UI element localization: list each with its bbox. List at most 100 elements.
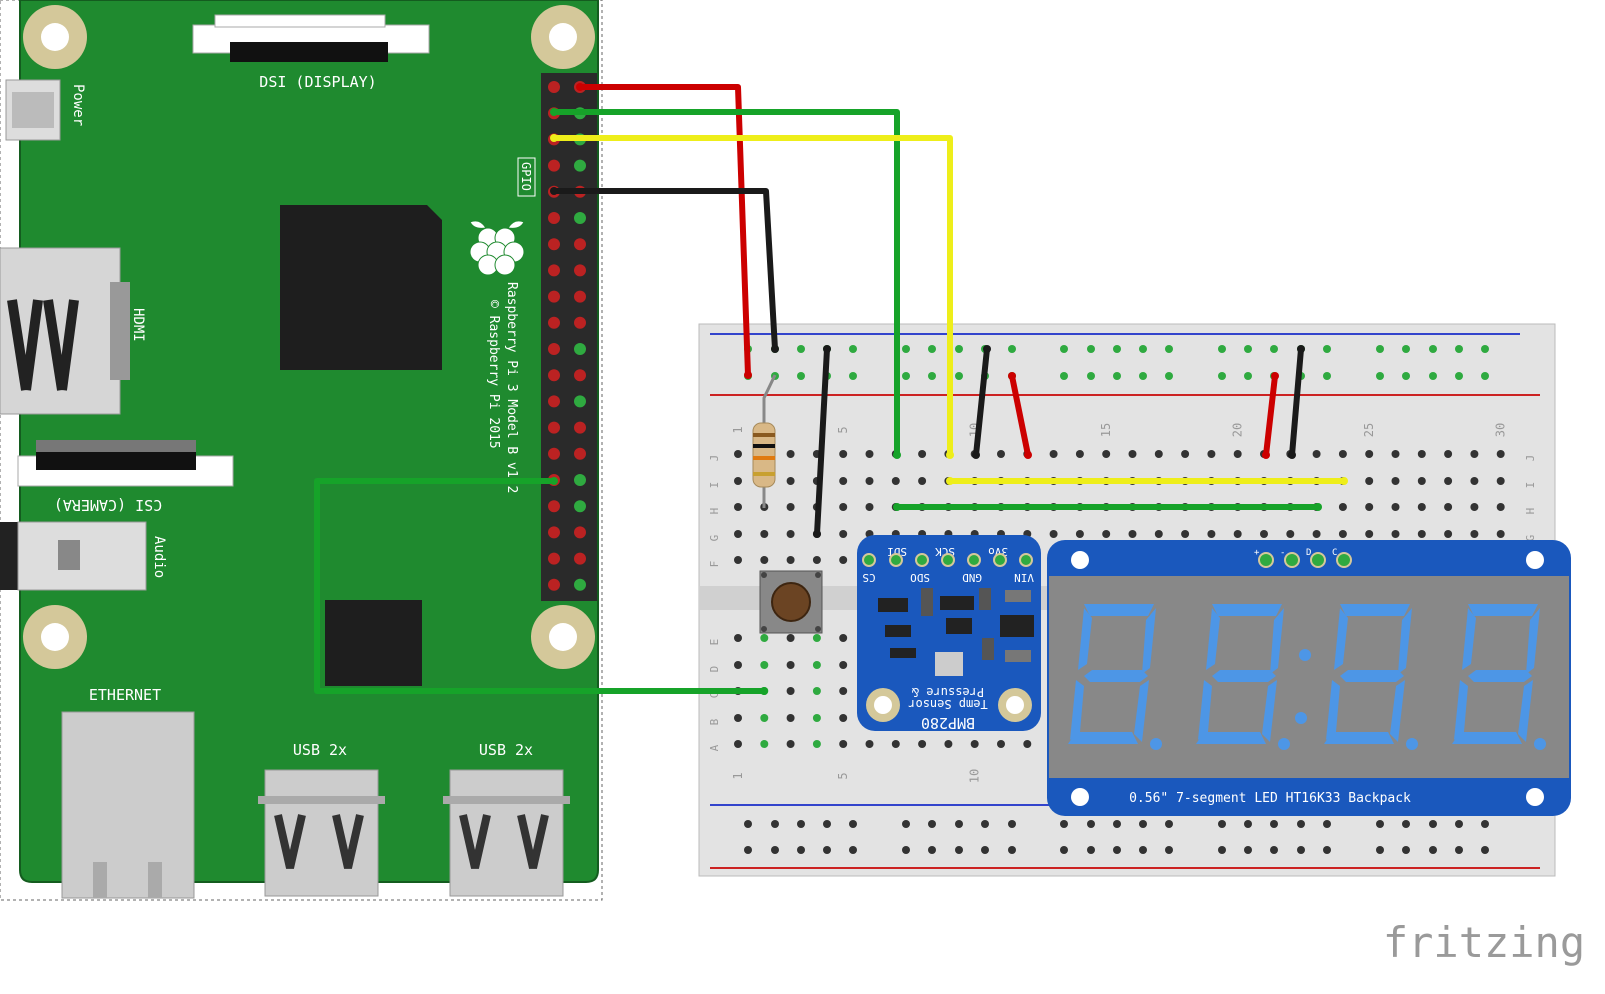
breadboard-hole — [1128, 530, 1137, 538]
lan-chip — [325, 600, 422, 686]
row-letter: G — [1524, 535, 1537, 542]
rail-hole — [1113, 820, 1121, 828]
rail-hole — [797, 846, 805, 854]
segment — [1324, 732, 1394, 744]
rail-hole — [849, 846, 857, 854]
wire-scl-yellow-end — [550, 134, 558, 142]
wire-sda-green-end — [550, 108, 558, 116]
rail-hole — [1218, 846, 1226, 854]
wire-bmp-vin-end — [1008, 372, 1016, 380]
rail-hole — [1429, 820, 1437, 828]
breadboard-hole — [839, 477, 848, 485]
wire-button-gnd — [814, 346, 830, 537]
wire-bmp-vin — [1009, 373, 1031, 458]
rail-hole — [1165, 820, 1173, 828]
row-letter: I — [708, 482, 721, 489]
row-letter: J — [1524, 455, 1537, 462]
power-label: Power — [70, 84, 86, 126]
row-letter: C — [708, 692, 721, 699]
rail-hole — [1087, 820, 1095, 828]
breadboard-hole — [865, 740, 874, 748]
breadboard-hole — [839, 661, 848, 669]
raspberry-pi-logo — [469, 220, 525, 276]
breadboard-hole — [1444, 503, 1453, 511]
segment — [1390, 680, 1405, 742]
rail-hole — [1376, 372, 1384, 380]
resistor — [752, 374, 777, 508]
breadboard-hole — [786, 530, 795, 538]
rail-hole — [1218, 372, 1226, 380]
gpio-pin — [548, 526, 560, 539]
breadboard-labels: JJIIHHGGFFEDCBA1510152025301510 — [708, 423, 1537, 783]
usb-port-1: USB 2x — [258, 741, 385, 897]
breadboard-hole — [1338, 450, 1347, 458]
push-button — [759, 570, 823, 634]
rail-hole — [849, 372, 857, 380]
breadboard-hole — [760, 556, 769, 564]
row-letter: G — [708, 535, 721, 542]
rail-hole — [1244, 345, 1252, 353]
bmp280-pin — [889, 553, 903, 567]
rail-hole — [849, 345, 857, 353]
breadboard-hole — [812, 634, 821, 642]
breadboard-hole — [839, 687, 848, 695]
decimal-point — [1406, 738, 1418, 750]
breadboard-hole — [839, 503, 848, 511]
column-number: 15 — [1099, 423, 1113, 437]
rail-hole — [1113, 345, 1121, 353]
gpio-pin — [574, 395, 586, 408]
rail-hole — [771, 846, 779, 854]
breadboard-hole — [786, 503, 795, 511]
gpio-header — [541, 73, 597, 601]
rail-hole — [1087, 846, 1095, 854]
segment — [1212, 604, 1282, 616]
breadboard-hole — [891, 477, 900, 485]
gpio-pin — [574, 474, 586, 486]
display-digits — [1068, 604, 1546, 750]
bmp280-pin-label: GND — [962, 571, 982, 584]
breadboard-hole — [839, 530, 848, 538]
rail-hole — [981, 820, 989, 828]
breadboard-hole — [734, 503, 742, 511]
rail-hole — [1165, 372, 1173, 380]
usb1-label: USB 2x — [293, 741, 347, 759]
gpio-pin — [574, 552, 586, 565]
bmp280-name: BMP280 — [921, 714, 975, 732]
breadboard-hole — [786, 714, 795, 722]
usb2-label: USB 2x — [479, 741, 533, 759]
colon-dot — [1299, 649, 1311, 661]
breadboard-hole — [1154, 530, 1163, 538]
wire-sda-green-end — [893, 451, 901, 459]
wire-sda-green — [551, 109, 900, 458]
rail-hole — [797, 372, 805, 380]
wire-bmp-vin-end — [1024, 451, 1032, 459]
gpio-pin — [548, 212, 560, 224]
segment — [1196, 732, 1266, 744]
breadboard-hole — [1365, 503, 1374, 511]
rail-hole — [1402, 372, 1410, 380]
segment — [1262, 680, 1277, 742]
rail-hole — [1087, 372, 1095, 380]
breadboard-hole — [812, 661, 821, 669]
colon-dot — [1295, 712, 1307, 724]
wire-disp-scl-end — [1340, 477, 1348, 485]
breadboard-hole — [760, 714, 769, 722]
soc-chip — [280, 205, 442, 370]
rail-hole — [1297, 846, 1305, 854]
rail-hole — [1218, 345, 1226, 353]
breadboard-hole — [1470, 450, 1479, 458]
breadboard-hole — [839, 556, 848, 564]
gpio-pin — [574, 159, 586, 172]
breadboard-hole — [1312, 530, 1321, 538]
wire-disp-vcc — [1263, 373, 1278, 458]
rail-hole — [1060, 846, 1068, 854]
decimal-point — [1534, 738, 1546, 750]
rail-hole — [1323, 846, 1331, 854]
usb-port-2: USB 2x — [443, 741, 570, 897]
rail-hole — [1244, 846, 1252, 854]
breadboard-hole — [1496, 530, 1505, 538]
segment — [1142, 608, 1156, 674]
decimal-point — [1150, 738, 1162, 750]
